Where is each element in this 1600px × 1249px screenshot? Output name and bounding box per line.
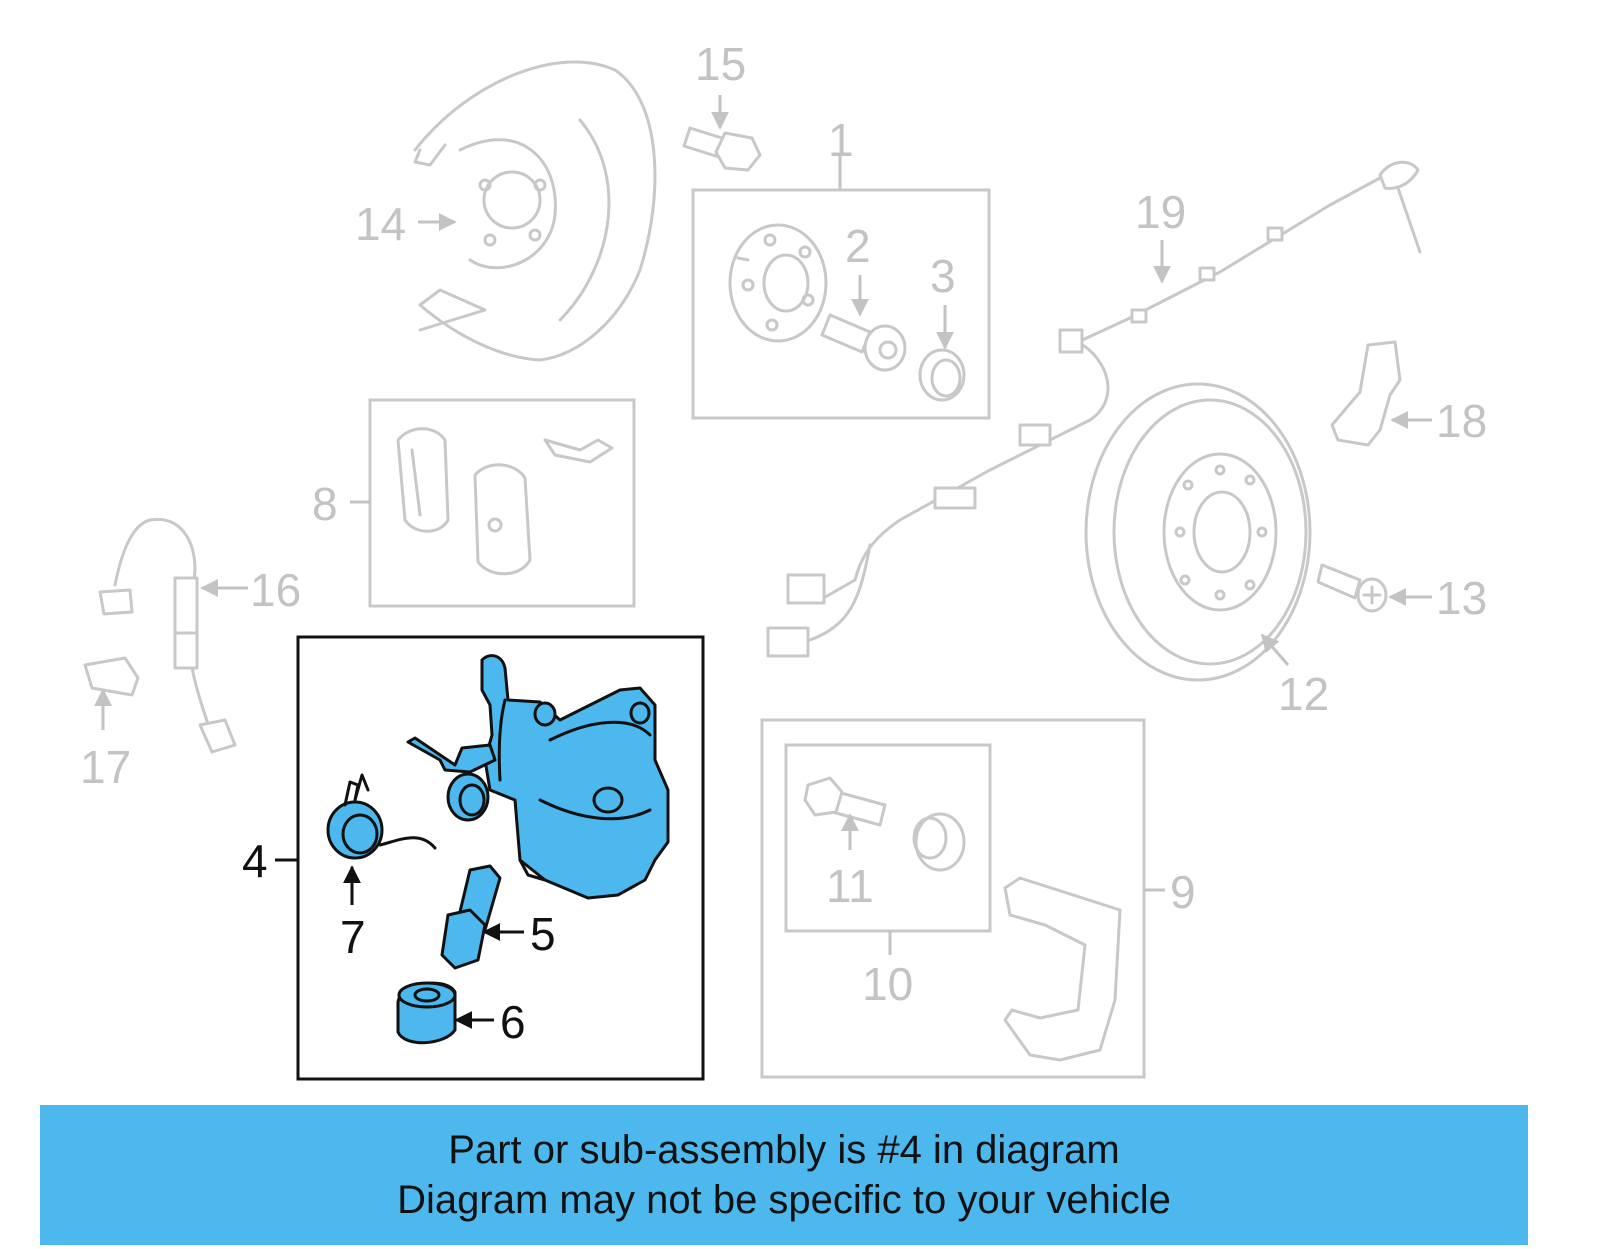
screw-part-13[interactable] bbox=[1316, 563, 1388, 613]
callout-16: 16 bbox=[250, 564, 301, 616]
callout-7: 7 bbox=[340, 911, 366, 963]
sensor-part-18[interactable] bbox=[1330, 340, 1402, 447]
guide-bolt-part-11[interactable] bbox=[803, 776, 887, 827]
callout-6: 6 bbox=[500, 996, 526, 1048]
hub-bolt-part-2[interactable] bbox=[820, 313, 907, 372]
callout-9: 9 bbox=[1170, 866, 1196, 918]
brake-pads-group-part-8[interactable] bbox=[368, 398, 636, 608]
guide-pin-part-5[interactable] bbox=[440, 864, 502, 970]
boot-part-10[interactable] bbox=[912, 812, 966, 872]
spring-part-7[interactable] bbox=[326, 773, 437, 860]
banner-line-1: Part or sub-assembly is #4 in diagram bbox=[448, 1128, 1120, 1172]
info-banner: Part or sub-assembly is #4 in diagram Di… bbox=[40, 1105, 1528, 1245]
callout-2: 2 bbox=[845, 220, 871, 272]
callout-8: 8 bbox=[312, 478, 338, 530]
callout-1: 1 bbox=[828, 114, 854, 166]
leader-lines-faded bbox=[94, 95, 1432, 955]
clip-part-17[interactable] bbox=[83, 656, 140, 697]
banner-line-2: Diagram may not be specific to your vehi… bbox=[397, 1178, 1171, 1222]
bushing-part-6[interactable] bbox=[396, 981, 457, 1045]
callout-19: 19 bbox=[1135, 186, 1186, 238]
caliper-group-part-4[interactable] bbox=[296, 635, 705, 1081]
callout-17: 17 bbox=[80, 741, 131, 793]
cap-part-3[interactable] bbox=[918, 348, 966, 402]
callout-11: 11 bbox=[826, 860, 874, 912]
callout-10: 10 bbox=[862, 958, 913, 1010]
splash-shield-part-14[interactable] bbox=[413, 60, 657, 362]
callout-13: 13 bbox=[1436, 572, 1487, 624]
callout-5: 5 bbox=[530, 908, 556, 960]
callout-15: 15 bbox=[695, 38, 746, 90]
sensor-wire-part-19[interactable] bbox=[766, 160, 1422, 658]
caliper-body-part-4[interactable] bbox=[406, 654, 670, 900]
callout-4: 4 bbox=[242, 835, 268, 887]
bolt-part-15[interactable] bbox=[682, 126, 762, 172]
leader-lines-main bbox=[275, 858, 524, 1029]
caliper-carrier-part-9[interactable] bbox=[1003, 876, 1122, 1062]
callout-18: 18 bbox=[1436, 395, 1487, 447]
brake-rotor-part-12[interactable] bbox=[1084, 382, 1312, 682]
callout-3: 3 bbox=[930, 250, 956, 302]
brake-hose-part-16[interactable] bbox=[98, 517, 237, 754]
carrier-group-part-9[interactable] bbox=[760, 718, 1146, 1079]
callout-14: 14 bbox=[355, 198, 406, 250]
callout-12: 12 bbox=[1278, 668, 1329, 720]
